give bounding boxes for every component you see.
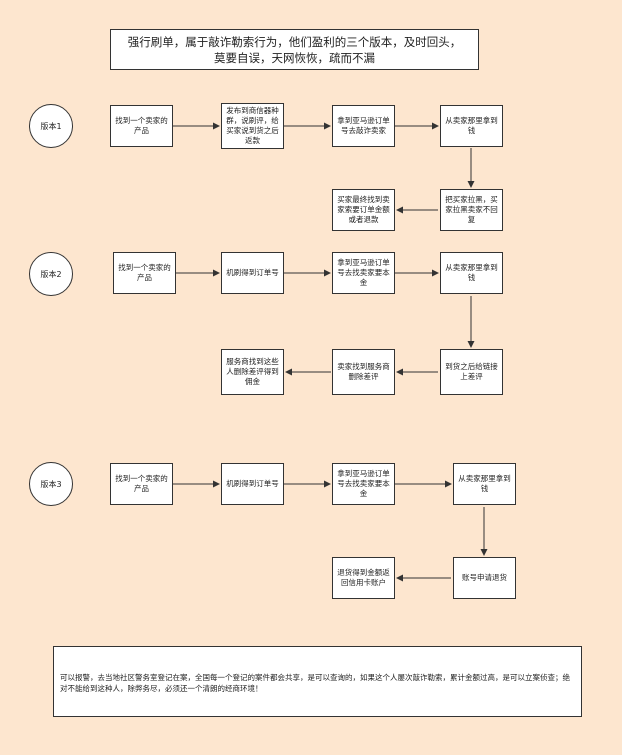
v2-step-bot-order: 机刷得到订单号	[221, 252, 284, 294]
v3-step-get-money: 从卖家那里拿到钱	[453, 463, 516, 505]
version-2-label: 版本2	[29, 252, 73, 296]
v3-step-request-return: 账号申请退货	[453, 557, 516, 599]
v1-step-find-product: 找到一个卖家的产品	[110, 105, 173, 147]
v2-step-ask-seller: 拿到亚马逊订单号去找卖家要本金	[332, 252, 395, 294]
v3-step-bot-order: 机刷得到订单号	[221, 463, 284, 505]
v1-step-post-group: 发布到商信器种群，说刷评，给买家说到货之后返款	[221, 103, 284, 149]
v3-step-refund-card: 退货得到金额返回信用卡账户	[332, 557, 395, 599]
v2-step-get-money: 从卖家那里拿到钱	[440, 252, 503, 294]
v1-step-get-money: 从卖家那里拿到钱	[440, 105, 503, 147]
v3-step-find-product: 找到一个卖家的产品	[110, 463, 173, 505]
version-1-label: 版本1	[29, 104, 73, 148]
page-title: 强行刷单，属于敲诈勒索行为，他们盈利的三个版本，及时回头，莫要自误，天网恢恢，疏…	[110, 29, 479, 70]
advice-note: 可以报警，去当地社区警务室登记在案，全国每一个登记的案件都会共享，是可以查询的，…	[53, 646, 582, 717]
version-3-label: 版本3	[29, 462, 73, 506]
v1-step-buyer-refund: 买家最终找到卖家索要订单金额或者退款	[332, 189, 395, 231]
v2-step-seller-service: 卖家找到服务商删除差评	[332, 349, 395, 395]
v3-step-ask-seller: 拿到亚马逊订单号去找卖家要本金	[332, 463, 395, 505]
v2-step-find-product: 找到一个卖家的产品	[113, 252, 176, 294]
v2-step-bad-review: 到货之后给链接上差评	[440, 349, 503, 395]
v2-step-commission: 服务商找到这些人删除差评得到佣金	[221, 349, 284, 395]
v1-step-block-buyer: 把买家拉黑，买家拉黑卖家不回复	[440, 189, 503, 231]
v1-step-extort-seller: 拿到亚马逊订单号去敲诈卖家	[332, 105, 395, 147]
